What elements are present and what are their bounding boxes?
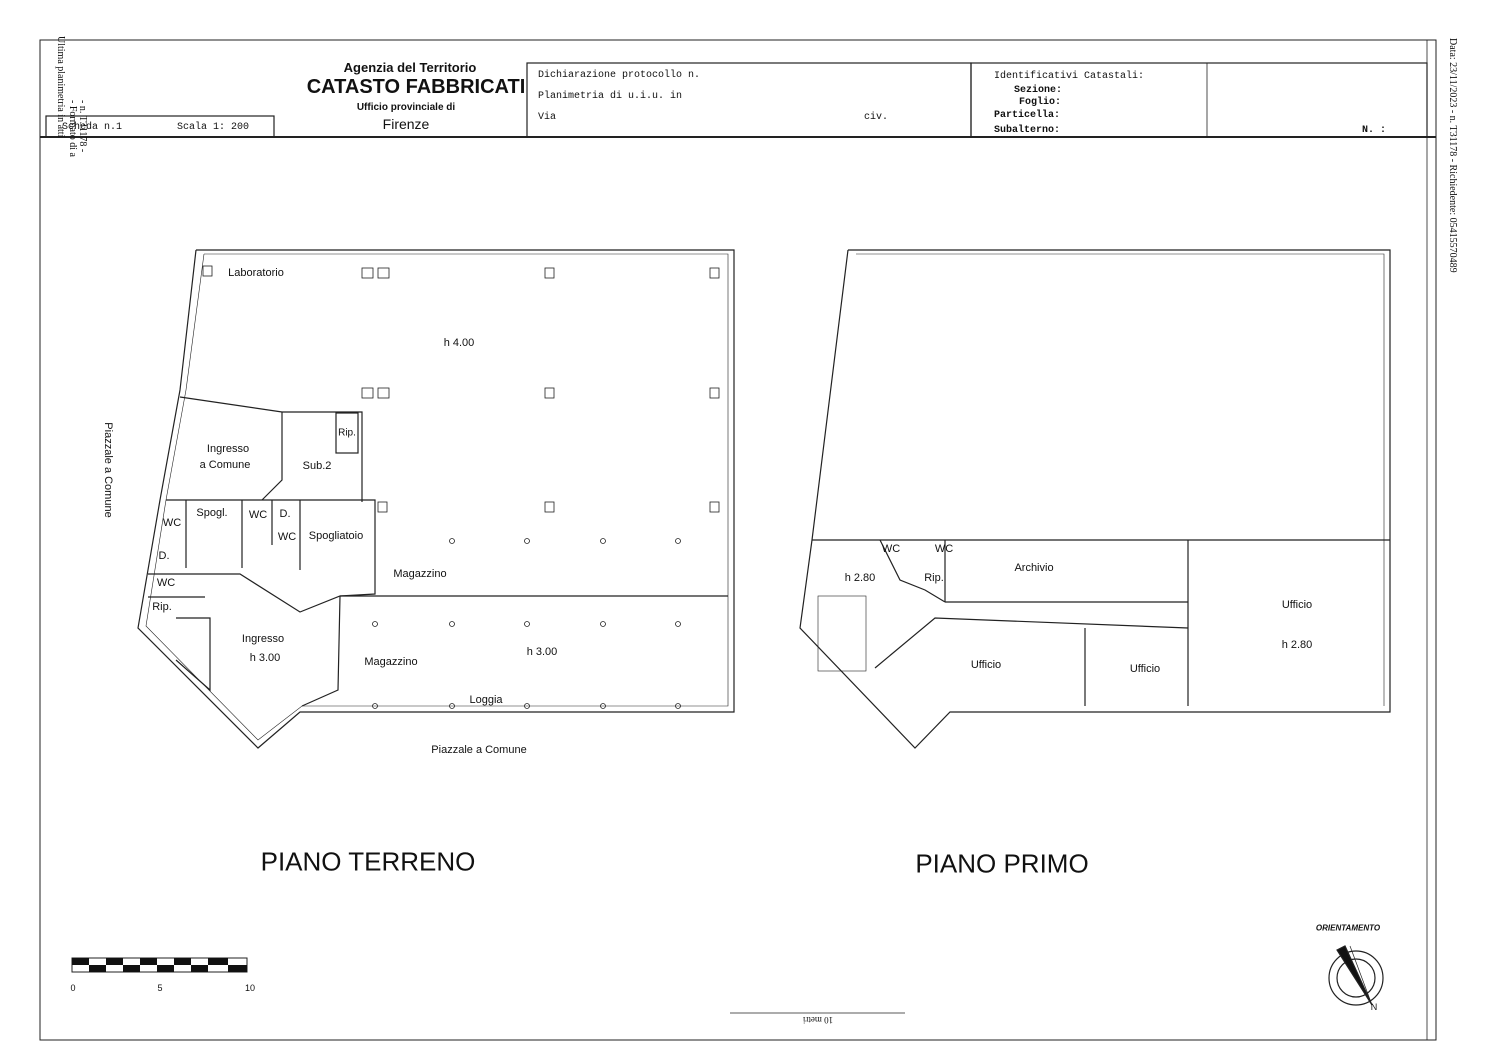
compass-icon [1328,945,1384,1006]
scale-label: Scala 1: 200 [177,122,250,133]
height-label: h 2.80 [844,572,876,584]
room-label: a Comune [199,459,251,471]
room-label: WC [248,509,268,521]
room-label: Magazzino [364,656,418,668]
room-label: Rip. [338,427,356,439]
left-margin-text-3: - Formato di a [67,100,78,157]
foglio-label: Foglio: [1019,97,1062,108]
agency-name: Agenzia del Territorio [343,60,477,75]
room-label: Sub.2 [302,460,332,472]
planimetria-label: Planimetria di u.i.u. in [538,91,683,102]
room-label: WC [934,543,954,555]
room-label: Rip. [924,572,944,584]
height-label: h 3.00 [526,646,558,658]
left-margin-text-1: Ultima planimetria in atti [55,36,66,138]
outside-label: Piazzale a Comune [431,744,527,756]
room-label: Laboratorio [228,267,284,279]
left-margin-text-2: - n. T31178 - [77,100,88,153]
via-label: Via [538,112,557,123]
room-label: WC [277,531,297,543]
room-label: WC [881,543,901,555]
first-floor-title: PIANO PRIMO [915,848,1089,879]
first-floor-plan [799,249,1391,749]
subalterno-label: Subalterno: [994,125,1061,136]
orientation-label: ORIENTAMENTO [1315,923,1381,933]
room-label: Ufficio [1129,663,1161,675]
document-title: CATASTO FABBRICATI [306,76,526,98]
scale-meters-label: 10 metri [802,1015,834,1025]
scale-tick-label: 10 [244,983,256,993]
room-label: D. [279,508,291,520]
scale-tick-label: 5 [157,983,163,993]
n-label: N. : [1362,125,1387,136]
room-label: WC [156,577,176,589]
scheda-number: Scheda n.1 [62,122,123,133]
room-label: Ingresso [241,633,285,645]
height-label: h 2.80 [1281,639,1313,651]
right-margin-stamp: Data: 23/11/2023 - n. T31178 - Richieden… [1447,38,1458,273]
outside-label: Piazzale a Comune [102,422,114,518]
room-label: Spogl. [196,507,228,519]
room-label: Ufficio [970,659,1002,671]
height-label: h 3.00 [249,652,281,664]
identifiers-title: Identificativi Catastali: [994,71,1145,82]
particella-label: Particella: [994,110,1061,121]
sezione-label: Sezione: [1014,85,1063,96]
room-label: Ufficio [1281,599,1313,611]
civ-label: civ. [864,112,889,123]
room-label: Loggia [469,694,503,706]
office-label: Ufficio provinciale di [356,102,456,113]
ground-floor-title: PIANO TERRENO [260,846,476,877]
room-label: D. [158,550,170,562]
scale-bar [71,957,248,973]
room-label: WC [162,517,182,529]
height-label: h 4.00 [443,337,475,349]
ground-floor-plan [137,249,735,749]
room-label: Archivio [1014,562,1054,574]
scheda-box [45,115,275,138]
scale-tick-label: 0 [70,983,76,993]
room-label: Magazzino [393,568,447,580]
north-label: N [1370,1002,1378,1012]
room-label: Rip. [152,601,172,613]
office-city: Firenze [382,116,430,132]
room-label: Ingresso [206,443,250,455]
declaration-label: Dichiarazione protocollo n. [538,70,701,81]
room-label: Spogliatoio [308,530,364,542]
page-frame [39,39,1437,1041]
